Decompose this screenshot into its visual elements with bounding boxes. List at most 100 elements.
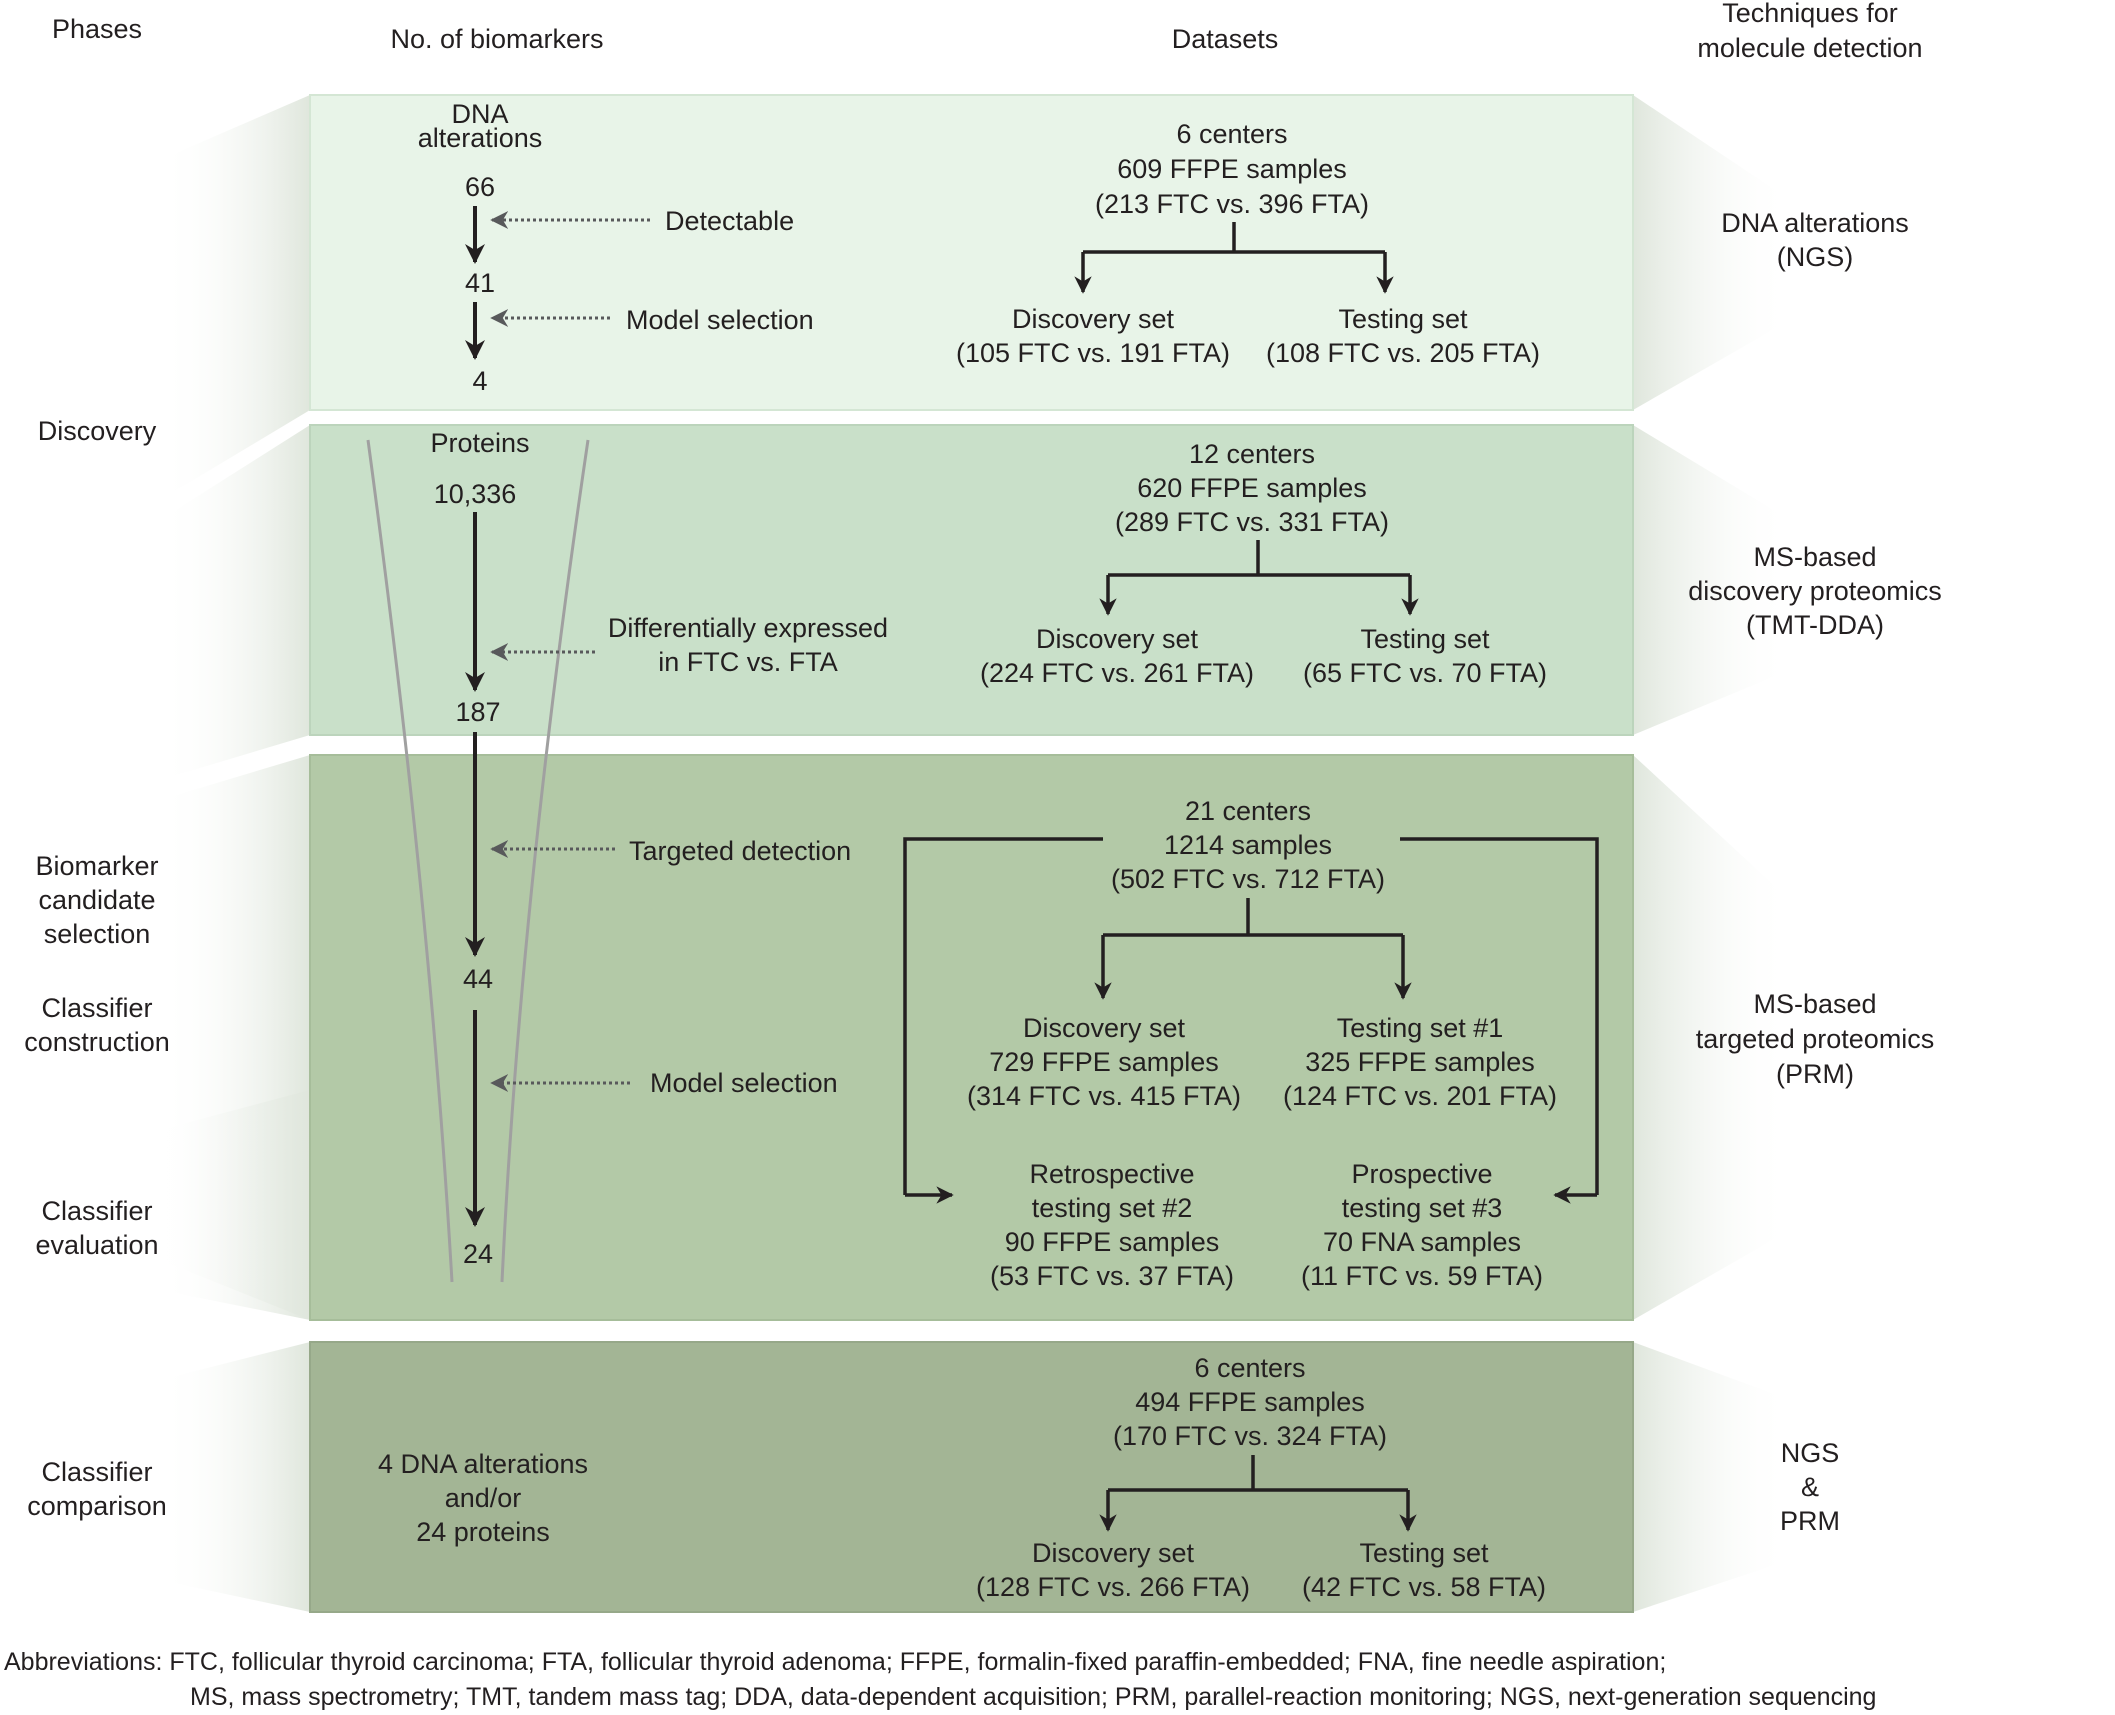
header-techniques-line2: molecule detection [1697, 33, 1922, 63]
tp-dataset-centers: 21 centers [1185, 796, 1311, 826]
dna-biomarker-column: DNA alterations 66 41 4 Detectable Model… [418, 99, 814, 396]
protein-count-187: 187 [455, 697, 500, 727]
tp-dataset-samples: 1214 samples [1164, 830, 1332, 860]
phase-construction-2: construction [24, 1027, 170, 1057]
dna-discovery-set-title: Discovery set [1012, 304, 1175, 334]
cmp-testing-set-split: (42 FTC vs. 58 FTA) [1302, 1572, 1546, 1602]
cmp-testing-set-title: Testing set [1359, 1538, 1489, 1568]
tp-testing-set-3-line2: testing set #3 [1342, 1193, 1503, 1223]
header-datasets: Datasets [1172, 24, 1279, 54]
tp-testing-set-2-split: (53 FTC vs. 37 FTA) [990, 1261, 1234, 1291]
tp-testing-set-3-samples: 70 FNA samples [1323, 1227, 1521, 1257]
abbreviations-line1: Abbreviations: FTC, follicular thyroid c… [4, 1648, 1666, 1676]
comparison-dataset-tree: 6 centers 494 FFPE samples (170 FTC vs. … [976, 1353, 1546, 1602]
step-model-selection-prm: Model selection [650, 1068, 838, 1098]
dp-dataset-samples: 620 FFPE samples [1137, 473, 1367, 503]
dna-count-66: 66 [465, 172, 495, 202]
tp-discovery-set-title: Discovery set [1023, 1013, 1186, 1043]
tech-dp-1: MS-based [1753, 542, 1876, 572]
tp-discovery-set-split: (314 FTC vs. 415 FTA) [967, 1081, 1241, 1111]
protein-count-24: 24 [463, 1239, 493, 1269]
dna-discovery-set-split: (105 FTC vs. 191 FTA) [956, 338, 1230, 368]
tech-tp-1: MS-based [1753, 989, 1876, 1019]
tp-testing-set-2-samples: 90 FFPE samples [1005, 1227, 1220, 1257]
funnel-outline [366, 439, 590, 1283]
tp-discovery-set-samples: 729 FFPE samples [989, 1047, 1219, 1077]
tech-cmp-3: PRM [1780, 1506, 1840, 1536]
dp-testing-set-split: (65 FTC vs. 70 FTA) [1303, 658, 1547, 688]
phase-construction-1: Classifier [41, 993, 152, 1023]
tp-outer-left-bracket [903, 837, 1103, 1195]
dna-dataset-split: (213 FTC vs. 396 FTA) [1095, 189, 1369, 219]
cmp-dataset-centers: 6 centers [1194, 1353, 1305, 1383]
dp-discovery-set-split: (224 FTC vs. 261 FTA) [980, 658, 1254, 688]
tech-dna-1: DNA alterations [1721, 208, 1909, 238]
step-diff-expressed-1: Differentially expressed [608, 613, 888, 643]
tp-testing-set-2-line1: Retrospective [1029, 1159, 1194, 1189]
proteins-title: Proteins [430, 428, 529, 458]
panel-discovery-proteomics [309, 424, 1634, 736]
tp-testing-set-1-samples: 325 FFPE samples [1305, 1047, 1535, 1077]
dp-tree-stem [1108, 540, 1410, 577]
comparison-biomarkers-1: 4 DNA alterations [378, 1449, 588, 1479]
cmp-discovery-set-split: (128 FTC vs. 266 FTA) [976, 1572, 1250, 1602]
protein-biomarker-column: Proteins 10,336 187 Differentially expre… [430, 428, 888, 727]
dna-dataset-tree: 6 centers 609 FFPE samples (213 FTC vs. … [956, 119, 1540, 368]
right-fan-shading [1633, 95, 1790, 1612]
left-fan-shading [160, 95, 310, 1612]
phase-discovery: Discovery [38, 416, 157, 446]
cmp-dataset-samples: 494 FFPE samples [1135, 1387, 1365, 1417]
tp-testing-set-1-split: (124 FTC vs. 201 FTA) [1283, 1081, 1557, 1111]
dna-title-1: DNA [451, 99, 508, 129]
cmp-tree-stem [1108, 1455, 1408, 1492]
protein-count-44: 44 [463, 964, 493, 994]
step-diff-expressed-2: in FTC vs. FTA [658, 647, 838, 677]
header-phases: Phases [52, 14, 142, 44]
tp-tree-stem [1103, 898, 1403, 937]
dna-dataset-centers: 6 centers [1176, 119, 1287, 149]
cmp-discovery-set-title: Discovery set [1032, 1538, 1195, 1568]
header-biomarkers: No. of biomarkers [390, 24, 603, 54]
dna-count-41: 41 [465, 268, 495, 298]
dna-count-4: 4 [472, 366, 487, 396]
phase-labels: Discovery Biomarker candidate selection … [24, 416, 170, 1521]
tp-testing-set-3-line1: Prospective [1351, 1159, 1492, 1189]
dp-discovery-set-title: Discovery set [1036, 624, 1199, 654]
tp-testing-set-2-line2: testing set #2 [1032, 1193, 1193, 1223]
abbreviations-line2: MS, mass spectrometry; TMT, tandem mass … [190, 1683, 1876, 1711]
step-model-selection-dna: Model selection [626, 305, 814, 335]
tech-dp-2: discovery proteomics [1688, 576, 1942, 606]
tech-cmp-1: NGS [1781, 1438, 1840, 1468]
phase-evaluation-2: evaluation [35, 1230, 158, 1260]
phase-comparison-2: comparison [27, 1491, 167, 1521]
phase-comparison-1: Classifier [41, 1457, 152, 1487]
dna-title-2: alterations [418, 123, 543, 153]
phase-evaluation-1: Classifier [41, 1196, 152, 1226]
dna-dataset-samples: 609 FFPE samples [1117, 154, 1347, 184]
tp-dataset-split: (502 FTC vs. 712 FTA) [1111, 864, 1385, 894]
comparison-biomarkers-3: 24 proteins [416, 1517, 550, 1547]
tp-outer-right-bracket [1400, 837, 1599, 1195]
step-detectable: Detectable [665, 206, 794, 236]
targeted-biomarker-column: 44 24 Targeted detection Model selection [463, 732, 851, 1269]
cmp-dataset-split: (170 FTC vs. 324 FTA) [1113, 1421, 1387, 1451]
phase-candidate-selection-3: selection [44, 919, 151, 949]
header-techniques-line1: Techniques for [1722, 0, 1898, 28]
dna-tree-stem [1083, 222, 1385, 254]
tech-tp-2: targeted proteomics [1696, 1024, 1935, 1054]
tech-tp-3: (PRM) [1776, 1059, 1854, 1089]
dna-testing-set-title: Testing set [1338, 304, 1468, 334]
dp-testing-set-title: Testing set [1360, 624, 1490, 654]
comparison-biomarker-column: 4 DNA alterations and/or 24 proteins [378, 1449, 588, 1547]
targeted-dataset-tree: 21 centers 1214 samples (502 FTC vs. 712… [903, 796, 1599, 1291]
tp-testing-set-3-split: (11 FTC vs. 59 FTA) [1301, 1261, 1543, 1291]
phase-candidate-selection-2: candidate [38, 885, 155, 915]
panel-dna-alterations [309, 94, 1634, 411]
tech-dp-3: (TMT-DDA) [1746, 610, 1884, 640]
dp-dataset-split: (289 FTC vs. 331 FTA) [1115, 507, 1389, 537]
tech-dna-2: (NGS) [1777, 242, 1854, 272]
discovery-proteomics-dataset-tree: 12 centers 620 FFPE samples (289 FTC vs.… [980, 439, 1547, 688]
step-targeted-detection: Targeted detection [629, 836, 851, 866]
tech-cmp-2: & [1801, 1472, 1819, 1502]
